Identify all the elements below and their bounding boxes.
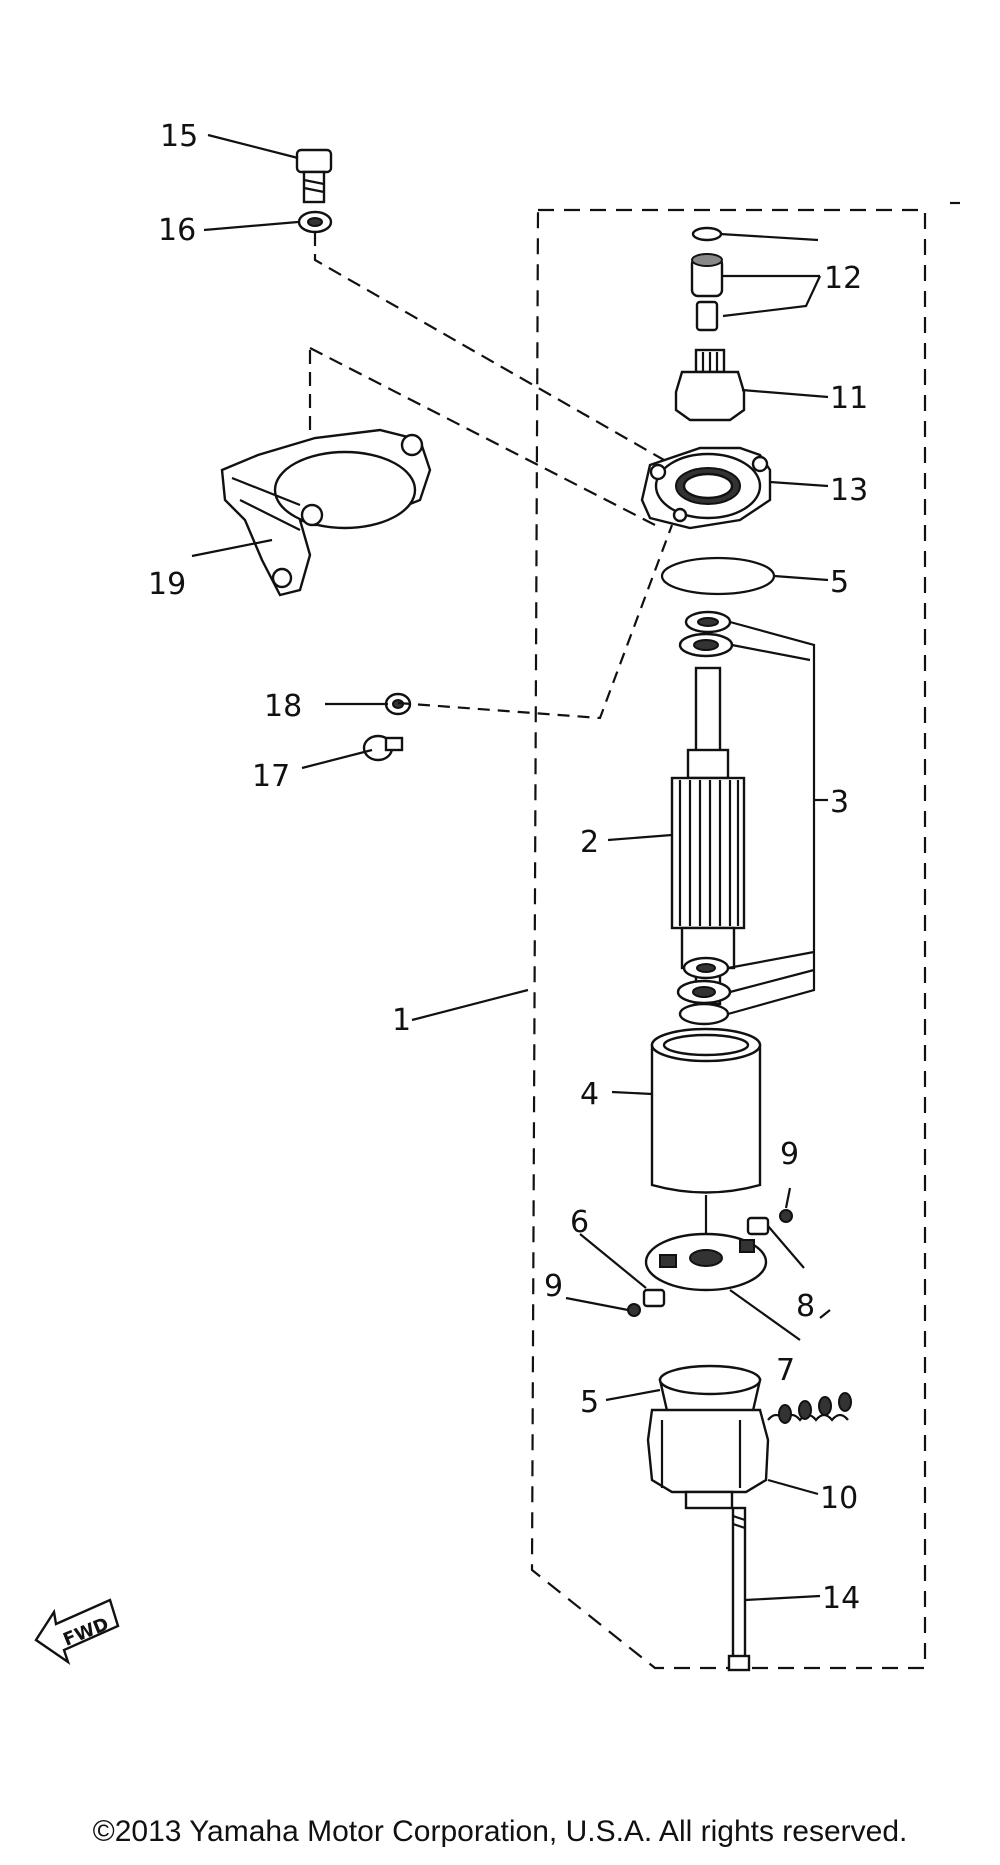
callout-5-top: 5 [830, 565, 849, 600]
copyright-notice: ©2013 Yamaha Motor Corporation, U.S.A. A… [92, 1815, 908, 1848]
callout-4: 4 [580, 1077, 599, 1112]
callout-1: 1 [392, 1003, 411, 1038]
callout-19: 19 [148, 567, 186, 602]
leader-lines [191, 133, 831, 1602]
assembly-boundary [530, 208, 927, 1670]
fwd-arrow-icon: FWD [34, 1598, 120, 1666]
callout-14: 14 [822, 1581, 860, 1616]
callout-8: 8 [796, 1289, 815, 1324]
part-17-screw [362, 734, 404, 762]
callout-13: 13 [830, 473, 868, 508]
callout-12: 12 [824, 261, 862, 296]
part-14-through-bolt [727, 1506, 751, 1672]
callout-9-left: 9 [544, 1269, 563, 1304]
part-3-washers-bottom [676, 956, 732, 1026]
callout-7: 7 [776, 1353, 795, 1388]
part-13-front-cover [640, 446, 772, 530]
callout-6: 6 [570, 1205, 589, 1240]
part-5-o-ring-bottom [658, 1364, 762, 1417]
part-10-rear-cover [646, 1392, 852, 1510]
part-7-brush-holder [644, 1232, 768, 1292]
part-2-armature [670, 666, 746, 1006]
part-19-bracket [220, 428, 432, 597]
part-12-stopper-set [690, 226, 724, 332]
callout-3: 3 [830, 785, 849, 820]
callout-16: 16 [158, 213, 196, 248]
part-9-spring-right [779, 1209, 793, 1223]
part-6-brush [642, 1288, 666, 1308]
callout-2: 2 [580, 825, 599, 860]
callout-10: 10 [820, 1481, 858, 1516]
part-16-washer [297, 210, 333, 234]
part-3-washers-top [678, 610, 734, 658]
part-4-yoke [650, 1027, 762, 1194]
part-11-pinion [674, 348, 746, 422]
callout-17: 17 [252, 759, 290, 794]
callout-5-bottom: 5 [580, 1385, 599, 1420]
callout-18: 18 [264, 689, 302, 724]
callout-9-right: 9 [780, 1137, 799, 1172]
callout-labels: 15 16 19 18 17 12 11 13 5 3 2 1 4 9 6 9 … [148, 119, 868, 1616]
part-5-o-ring-top [660, 556, 776, 596]
callout-11: 11 [830, 381, 868, 416]
callout-15: 15 [160, 119, 198, 154]
part-8-brush [746, 1216, 770, 1236]
part-9-spring-left [627, 1303, 641, 1317]
part-15-bolt [295, 148, 333, 204]
